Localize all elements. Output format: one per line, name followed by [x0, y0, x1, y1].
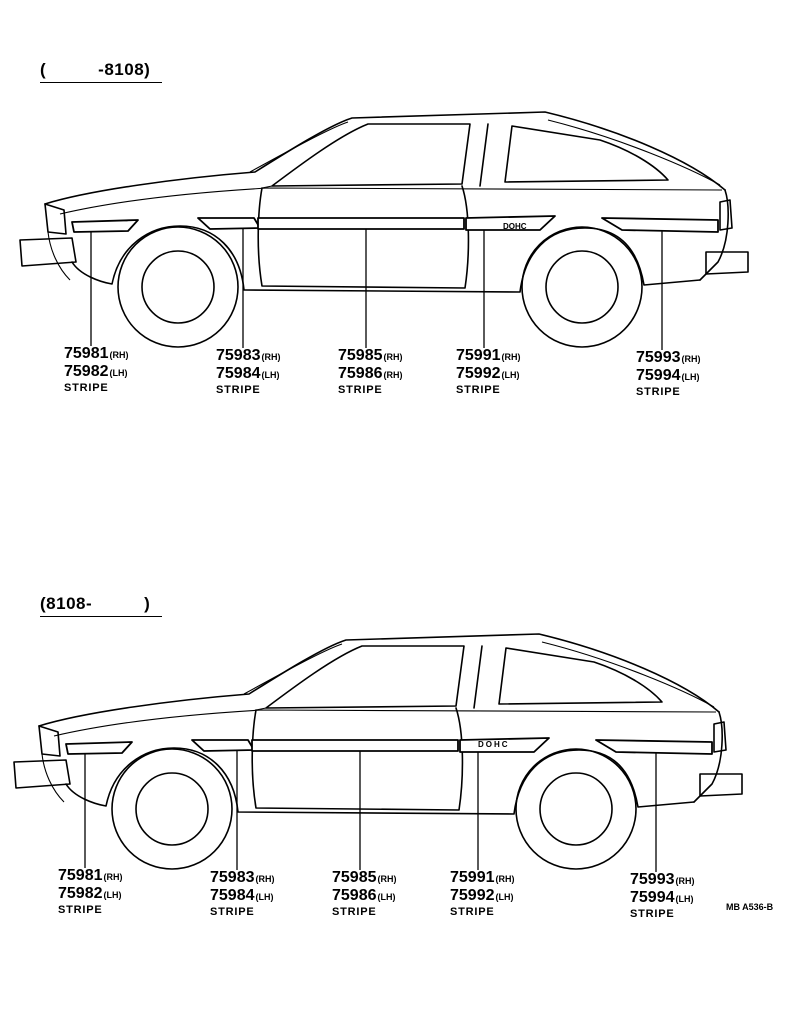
side-rh: (RH)	[675, 876, 695, 886]
side-rh: (RH)	[103, 872, 123, 882]
side-lh: (LH)	[109, 368, 128, 378]
callout-door-stripe: 75985(RH) 75986(RH) STRIPE	[338, 348, 403, 396]
range-start: (	[40, 60, 47, 79]
part-no-lh: 75982	[64, 363, 109, 380]
part-no-rh: 75993	[630, 871, 675, 888]
side-rh: (RH)	[681, 354, 701, 364]
callout-quarter-stripe: 75991(RH) 75992(LH) STRIPE	[456, 348, 521, 396]
side-rh: (RH)	[501, 352, 521, 362]
side-lh: (RH)	[383, 370, 403, 380]
part-description: STRIPE	[332, 906, 377, 918]
part-no-lh: 75986	[332, 887, 377, 904]
car-side-view-top: DOHC	[19, 111, 749, 351]
part-no-lh: 75992	[450, 887, 495, 904]
callout-rear-stripe: 75993(RH) 75994(LH) STRIPE	[636, 350, 701, 398]
part-no-lh: 75992	[456, 365, 501, 382]
side-lh: (LH)	[501, 370, 520, 380]
callout-fender-stripe: 75983(RH) 75984(LH) STRIPE	[210, 870, 275, 918]
part-no-rh: 75991	[456, 347, 501, 364]
part-no-lh: 75984	[210, 887, 255, 904]
side-lh: (LH)	[255, 892, 274, 902]
part-no-rh: 75993	[636, 349, 681, 366]
callout-quarter-stripe: 75991(RH) 75992(LH) STRIPE	[450, 870, 515, 918]
part-no-rh: 75981	[64, 345, 109, 362]
side-lh: (LH)	[377, 892, 396, 902]
side-rh: (RH)	[377, 874, 397, 884]
callout-front-stripe: 75981(RH) 75982(LH) STRIPE	[58, 868, 123, 916]
range-label-top: ( -8108)	[40, 60, 162, 83]
part-description: STRIPE	[456, 384, 501, 396]
part-description: STRIPE	[64, 382, 109, 394]
figure-code: MB A536-B	[726, 902, 774, 912]
part-description: STRIPE	[450, 906, 495, 918]
side-rh: (RH)	[261, 352, 281, 362]
part-no-rh: 75981	[58, 867, 103, 884]
part-no-lh: 75994	[630, 889, 675, 906]
part-description: STRIPE	[216, 384, 261, 396]
part-no-rh: 75983	[216, 347, 261, 364]
range-end: )	[144, 594, 151, 613]
part-description: STRIPE	[210, 906, 255, 918]
range-start: (8108-	[40, 594, 93, 613]
callout-door-stripe: 75985(RH) 75986(LH) STRIPE	[332, 870, 397, 918]
dohc-badge-text: DOHC	[478, 740, 510, 749]
part-no-rh: 75983	[210, 869, 255, 886]
car-side-view-bottom: DOHC	[13, 633, 743, 873]
callout-rear-stripe: 75993(RH) 75994(LH) STRIPE	[630, 872, 695, 920]
range-underline	[40, 81, 162, 83]
side-lh: (LH)	[675, 894, 694, 904]
part-description: STRIPE	[636, 386, 681, 398]
side-rh: (RH)	[109, 350, 129, 360]
part-description: STRIPE	[630, 908, 675, 920]
part-description: STRIPE	[58, 904, 103, 916]
side-rh: (RH)	[383, 352, 403, 362]
part-no-lh: 75982	[58, 885, 103, 902]
dohc-badge-text: DOHC	[503, 222, 527, 231]
range-underline	[40, 615, 162, 617]
side-lh: (LH)	[681, 372, 700, 382]
part-no-rh: 75985	[338, 347, 383, 364]
side-lh: (LH)	[103, 890, 122, 900]
range-end: -8108)	[98, 60, 151, 79]
side-lh: (LH)	[261, 370, 280, 380]
part-no-lh: 75994	[636, 367, 681, 384]
part-no-lh: 75984	[216, 365, 261, 382]
part-no-rh: 75985	[332, 869, 377, 886]
callout-fender-stripe: 75983(RH) 75984(LH) STRIPE	[216, 348, 281, 396]
range-label-bottom: (8108-)	[40, 594, 162, 617]
callout-front-stripe: 75981(RH) 75982(LH) STRIPE	[64, 346, 129, 394]
side-rh: (RH)	[495, 874, 515, 884]
side-lh: (LH)	[495, 892, 514, 902]
part-no-rh: 75991	[450, 869, 495, 886]
part-description: STRIPE	[338, 384, 383, 396]
side-rh: (RH)	[255, 874, 275, 884]
part-no-lh: 75986	[338, 365, 383, 382]
